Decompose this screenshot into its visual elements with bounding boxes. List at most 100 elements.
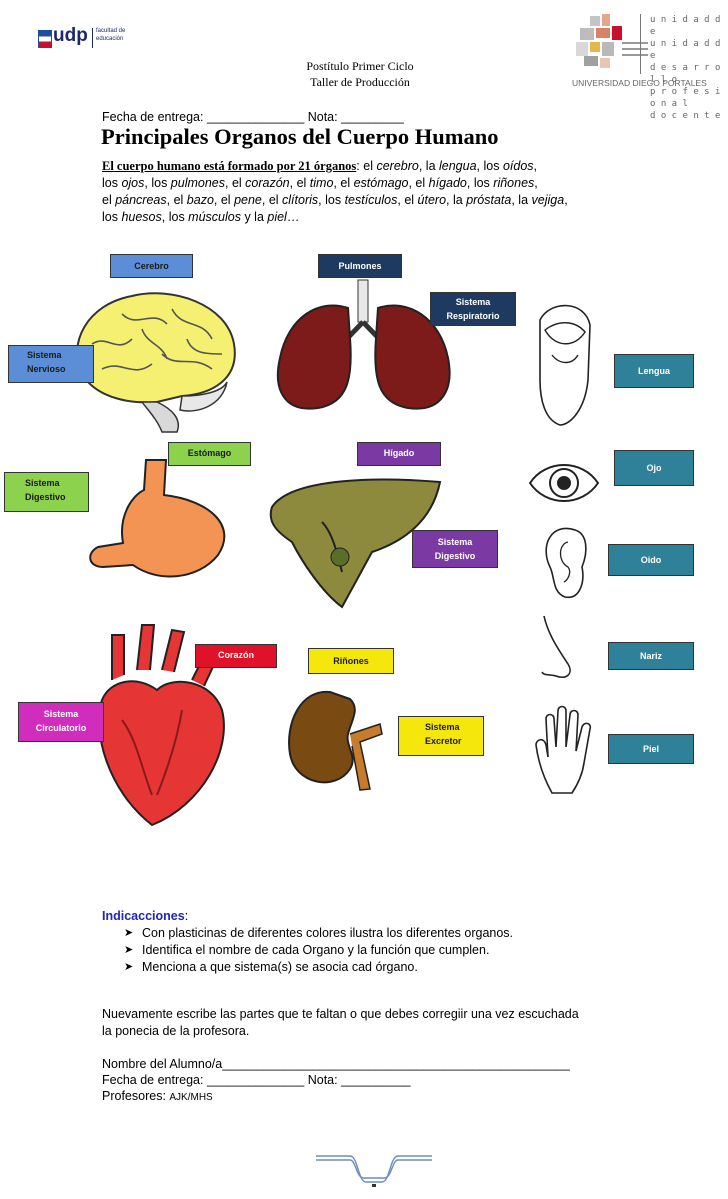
stomach-icon: [89, 459, 226, 578]
unit-line: u n i d a d d e: [650, 39, 721, 61]
intro-text: y la: [240, 210, 268, 224]
profesores-line: Profesores: AJK/MHS: [102, 1088, 702, 1106]
university-name: UNIVERSIDAD DIEGO PORTALES: [572, 78, 707, 88]
label-line: Sistema: [25, 478, 60, 488]
label-line: Sistema: [43, 709, 79, 719]
unit-line: u n i d a d d e: [650, 15, 721, 37]
udp-logo-sub2: educación: [96, 36, 124, 42]
intro-paragraph: El cuerpo humano está formado por 21 órg…: [102, 158, 662, 226]
heart-icon: [98, 624, 225, 827]
note-paragraph: Nuevamente escribe las partes que te fal…: [102, 1006, 702, 1040]
intro-text: , la: [446, 193, 467, 207]
organ-word: pene: [234, 193, 262, 207]
label-line: Respiratorio: [446, 311, 500, 321]
label-line: Digestivo: [25, 492, 66, 502]
organ-word: huesos: [121, 210, 162, 224]
label-lengua: Lengua: [614, 354, 694, 388]
eye-icon: [528, 464, 600, 502]
fecha-field: Fecha de entrega: ______________ Nota: _…: [102, 1073, 411, 1087]
profesores-label: Profesores:: [102, 1089, 170, 1103]
intro-text: ,: [564, 193, 568, 207]
intro-text: , el: [333, 176, 354, 190]
intro-text: , el: [408, 176, 429, 190]
label-nariz: Nariz: [608, 642, 694, 670]
ear-icon: [545, 527, 587, 598]
intro-text: los: [102, 176, 122, 190]
intro-text: , el: [397, 193, 418, 207]
organ-word: riñones: [493, 176, 535, 190]
label-line: Excretor: [425, 736, 462, 746]
organ-word: oídos: [502, 159, 534, 173]
intro-text: , el: [225, 176, 246, 190]
label-sistema-digestivo-2: Sistema Digestivo: [412, 530, 498, 568]
brain-icon: [76, 292, 236, 433]
label-rinones: Riñones: [308, 648, 394, 674]
label-sistema-nervioso: Sistema Nervioso: [8, 345, 94, 383]
note-line: la ponecia de la profesora.: [102, 1024, 250, 1038]
intro-text: , los: [476, 159, 503, 173]
intro-text: , los: [466, 176, 494, 190]
intro-text: los: [102, 210, 122, 224]
label-sistema-respiratorio: Sistema Respiratorio: [430, 292, 516, 326]
label-sistema-circulatorio: Sistema Circulatorio: [18, 702, 104, 742]
kidney-icon: [288, 690, 383, 791]
organ-word: estómago: [353, 176, 409, 190]
label-pulmones: Pulmones: [318, 254, 402, 278]
student-fields: Nombre del Alumno/a_____________________…: [102, 1056, 702, 1106]
label-line: Sistema: [437, 537, 473, 547]
fecha-line: Fecha de entrega: ______________ Nota: _…: [102, 110, 404, 124]
organ-word: timo: [309, 176, 334, 190]
label-cerebro: Cerebro: [110, 254, 193, 278]
label-line: Sistema: [425, 722, 460, 732]
instructions-colon: :: [184, 909, 189, 923]
profesores-value: AJK/MHS: [169, 1092, 213, 1103]
unit-lines: u n i d a d d e u n i d a d d e d e s a …: [650, 14, 728, 122]
organ-word: piel: [267, 210, 287, 224]
intro-text: …: [286, 210, 300, 224]
list-item: Con plasticinas de diferentes colores il…: [124, 925, 702, 942]
organ-word: hígado: [428, 176, 467, 190]
label-estomago: Estómago: [168, 442, 251, 466]
intro-text: , el: [166, 193, 187, 207]
intro-text: ,: [533, 159, 538, 173]
unit-line: d e s a r r o l l o: [650, 63, 721, 85]
intro-text: el: [102, 193, 116, 207]
label-line: Sistema: [27, 350, 62, 360]
unit-line: d o c e n t e: [650, 111, 721, 121]
unit-logo-mosaic-icon: [576, 14, 648, 68]
unit-logo: u n i d a d d e u n i d a d d e d e s a …: [570, 12, 728, 121]
intro-text: , los: [318, 193, 345, 207]
organ-word: bazo: [186, 193, 214, 207]
organ-word: testículos: [344, 193, 398, 207]
instructions-list: Con plasticinas de diferentes colores il…: [102, 925, 702, 976]
note-line: Nuevamente escribe las partes que te fal…: [102, 1007, 579, 1021]
intro-text: , la: [511, 193, 532, 207]
list-item: Menciona a que sistema(s) se asocia cad …: [124, 959, 702, 976]
instructions: Indicacciones: Con plasticinas de difere…: [102, 908, 702, 976]
organ-word: corazón: [245, 176, 290, 190]
label-sistema-excretor: Sistema Excretor: [398, 716, 484, 756]
intro-text: , los: [144, 176, 171, 190]
organ-word: vejiga: [531, 193, 565, 207]
label-sistema-digestivo: Sistema Digestivo: [4, 472, 89, 512]
intro-text: , el: [261, 193, 283, 207]
organ-word: lengua: [439, 159, 477, 173]
organ-word: clítoris: [282, 193, 319, 207]
tongue-icon: [539, 304, 591, 426]
nose-icon: [541, 615, 571, 679]
instructions-heading: Indicacciones: [102, 909, 185, 923]
lungs-icon: [276, 279, 451, 410]
intro-text: , el: [213, 193, 235, 207]
nombre-field: Nombre del Alumno/a_____________________…: [102, 1057, 570, 1071]
organ-word: útero: [417, 193, 447, 207]
label-line: Circulatorio: [35, 723, 87, 733]
organ-word: próstata: [466, 193, 512, 207]
udp-logo-sub1: facultad de: [96, 28, 126, 34]
udp-flag-icon: [38, 30, 52, 48]
course-header: Postítulo Primer Ciclo Taller de Producc…: [290, 58, 430, 90]
list-item: Identifica el nombre de cada Organo y la…: [124, 942, 702, 959]
intro-text: : el: [356, 159, 377, 173]
page-title: Principales Organos del Cuerpo Humano: [101, 124, 499, 149]
udp-logo-text: udp: [53, 25, 88, 46]
label-piel: Piel: [608, 734, 694, 764]
